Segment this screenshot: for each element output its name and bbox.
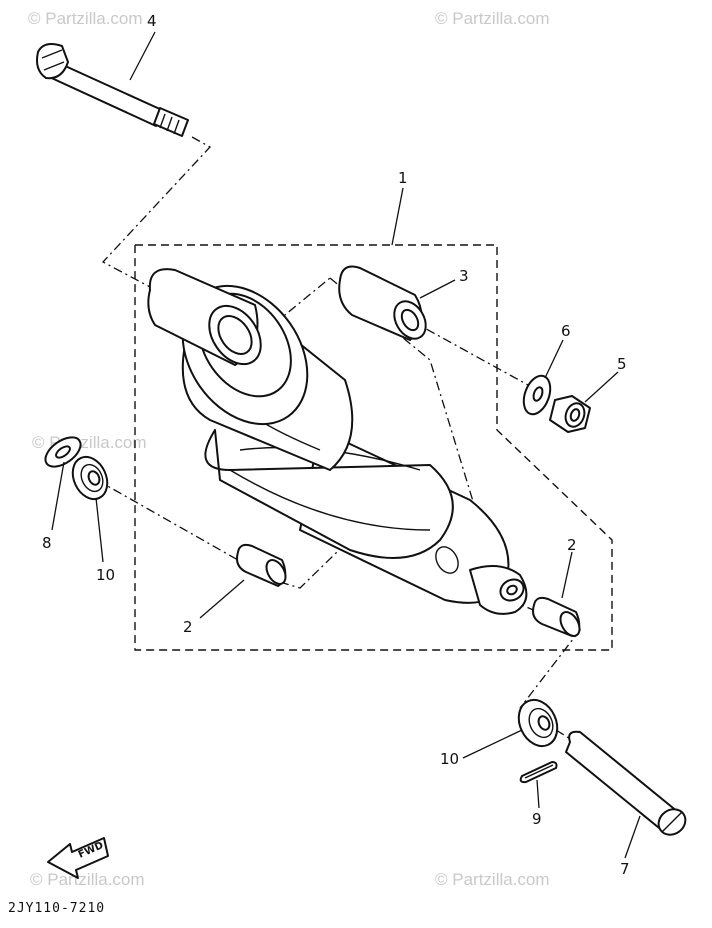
leader-3 bbox=[419, 279, 456, 299]
leader-5 bbox=[584, 371, 619, 403]
callout-7: 7 bbox=[620, 860, 630, 878]
leader-7 bbox=[624, 815, 641, 859]
collar-part-2-left bbox=[236, 543, 287, 587]
callout-2-right: 2 bbox=[567, 536, 577, 554]
callout-9: 9 bbox=[532, 810, 542, 828]
watermark-top-left: © Partzilla.com bbox=[28, 9, 143, 28]
callout-4: 4 bbox=[147, 12, 157, 30]
callout-10-left: 10 bbox=[96, 566, 115, 584]
washer-axis-line bbox=[409, 319, 529, 386]
callout-8: 8 bbox=[42, 534, 52, 552]
seal-part-10-left bbox=[71, 455, 109, 501]
leader-2-right bbox=[561, 551, 573, 599]
lower-left-axis-line bbox=[96, 479, 239, 561]
nut-part-5 bbox=[549, 395, 591, 433]
seal-part-10-right bbox=[517, 698, 559, 748]
pin-part-7 bbox=[565, 730, 687, 836]
leader-4 bbox=[129, 31, 156, 81]
washer-part-8 bbox=[44, 436, 82, 468]
callout-1: 1 bbox=[398, 169, 408, 187]
collar-part-2-right bbox=[532, 596, 581, 637]
callout-3: 3 bbox=[459, 267, 469, 285]
collar-part-3 bbox=[338, 265, 427, 341]
bolt-part-4 bbox=[36, 43, 189, 137]
leader-9 bbox=[536, 779, 540, 809]
cotter-pin-part-9 bbox=[519, 761, 558, 784]
assembly-boundary bbox=[134, 244, 613, 651]
leader-10-right bbox=[462, 729, 523, 759]
watermark-top-right: © Partzilla.com bbox=[435, 9, 550, 28]
callout-2-left: 2 bbox=[183, 618, 193, 636]
leader-1 bbox=[391, 187, 404, 246]
diagram-code: 2JY110-7210 bbox=[8, 901, 105, 916]
washer-part-6 bbox=[522, 374, 552, 416]
shock-absorber-part-1 bbox=[147, 268, 528, 615]
leader-6 bbox=[544, 339, 564, 379]
callout-10-right: 10 bbox=[440, 750, 459, 768]
watermark-bottom-right: © Partzilla.com bbox=[435, 870, 550, 889]
callout-5: 5 bbox=[617, 355, 627, 373]
watermark-bottom-left: © Partzilla.com bbox=[30, 870, 145, 889]
leader-2-left bbox=[199, 579, 245, 619]
callout-6: 6 bbox=[561, 322, 571, 340]
leader-10-left bbox=[95, 497, 104, 563]
bolt-mount-line bbox=[101, 136, 212, 289]
leader-8 bbox=[51, 461, 65, 531]
